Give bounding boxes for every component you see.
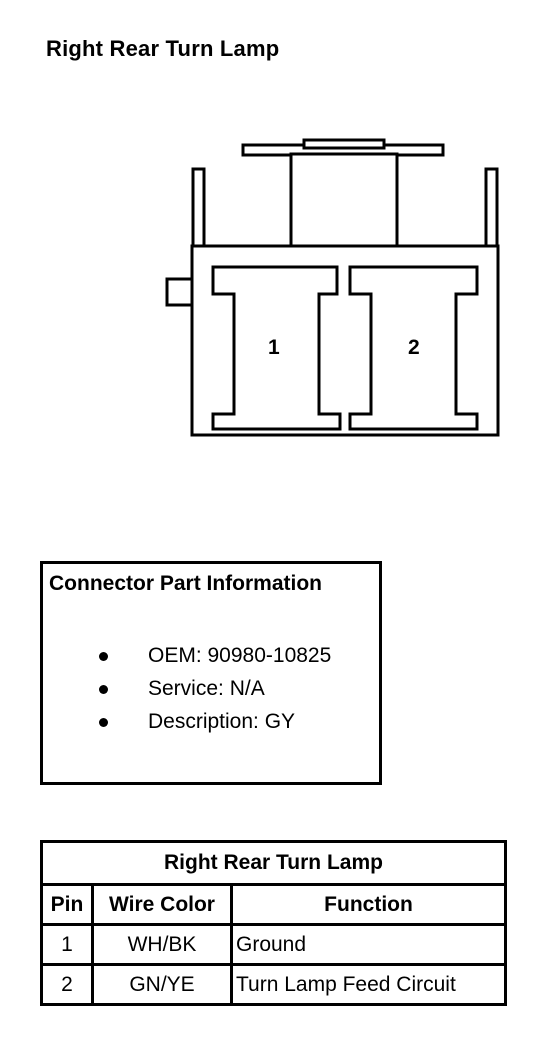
info-box-title: Connector Part Information bbox=[49, 572, 323, 595]
page-title: Right Rear Turn Lamp bbox=[46, 36, 280, 61]
table-title: Right Rear Turn Lamp bbox=[40, 840, 507, 886]
pin-label-1: 1 bbox=[268, 336, 280, 359]
bullet-icon bbox=[99, 652, 108, 661]
bullet-icon bbox=[99, 685, 108, 694]
cavity-1 bbox=[211, 265, 342, 431]
info-item-text: Description: GY bbox=[148, 710, 296, 733]
latch-top bbox=[302, 138, 386, 150]
info-item-text: OEM: 90980-10825 bbox=[148, 644, 332, 667]
info-list: OEM: 90980-10825 Service: N/A Descriptio… bbox=[43, 644, 379, 743]
cell-pin: 2 bbox=[40, 963, 94, 1006]
cell-pin: 1 bbox=[40, 923, 94, 966]
header-wire-color: Wire Color bbox=[91, 883, 233, 926]
table-header-row: Pin Wire Color Function bbox=[40, 883, 507, 926]
connector-housing bbox=[190, 244, 500, 437]
pin-label-2: 2 bbox=[408, 336, 420, 359]
cell-wire-color: GN/YE bbox=[91, 963, 233, 1006]
connector-info-box: Connector Part Information OEM: 90980-10… bbox=[40, 561, 382, 785]
info-item-text: Service: N/A bbox=[148, 677, 265, 700]
bullet-icon bbox=[99, 718, 108, 727]
cell-function: Turn Lamp Feed Circuit bbox=[230, 963, 507, 1006]
left-post bbox=[191, 167, 206, 248]
cell-wire-color: WH/BK bbox=[91, 923, 233, 966]
table-row: 2 GN/YE Turn Lamp Feed Circuit bbox=[40, 963, 507, 1006]
info-item-description: Description: GY bbox=[43, 710, 379, 743]
latch-body bbox=[289, 152, 399, 248]
cell-function: Ground bbox=[230, 923, 507, 966]
pin-table: Right Rear Turn Lamp Pin Wire Color Func… bbox=[40, 840, 507, 1006]
info-item-service: Service: N/A bbox=[43, 677, 379, 710]
table-row: 1 WH/BK Ground bbox=[40, 923, 507, 966]
header-function: Function bbox=[230, 883, 507, 926]
info-item-oem: OEM: 90980-10825 bbox=[43, 644, 379, 677]
cavity-2 bbox=[348, 265, 479, 431]
right-post bbox=[484, 167, 499, 248]
connector-face-diagram: 1 2 bbox=[165, 138, 500, 437]
side-key bbox=[165, 277, 194, 307]
header-pin: Pin bbox=[40, 883, 94, 926]
